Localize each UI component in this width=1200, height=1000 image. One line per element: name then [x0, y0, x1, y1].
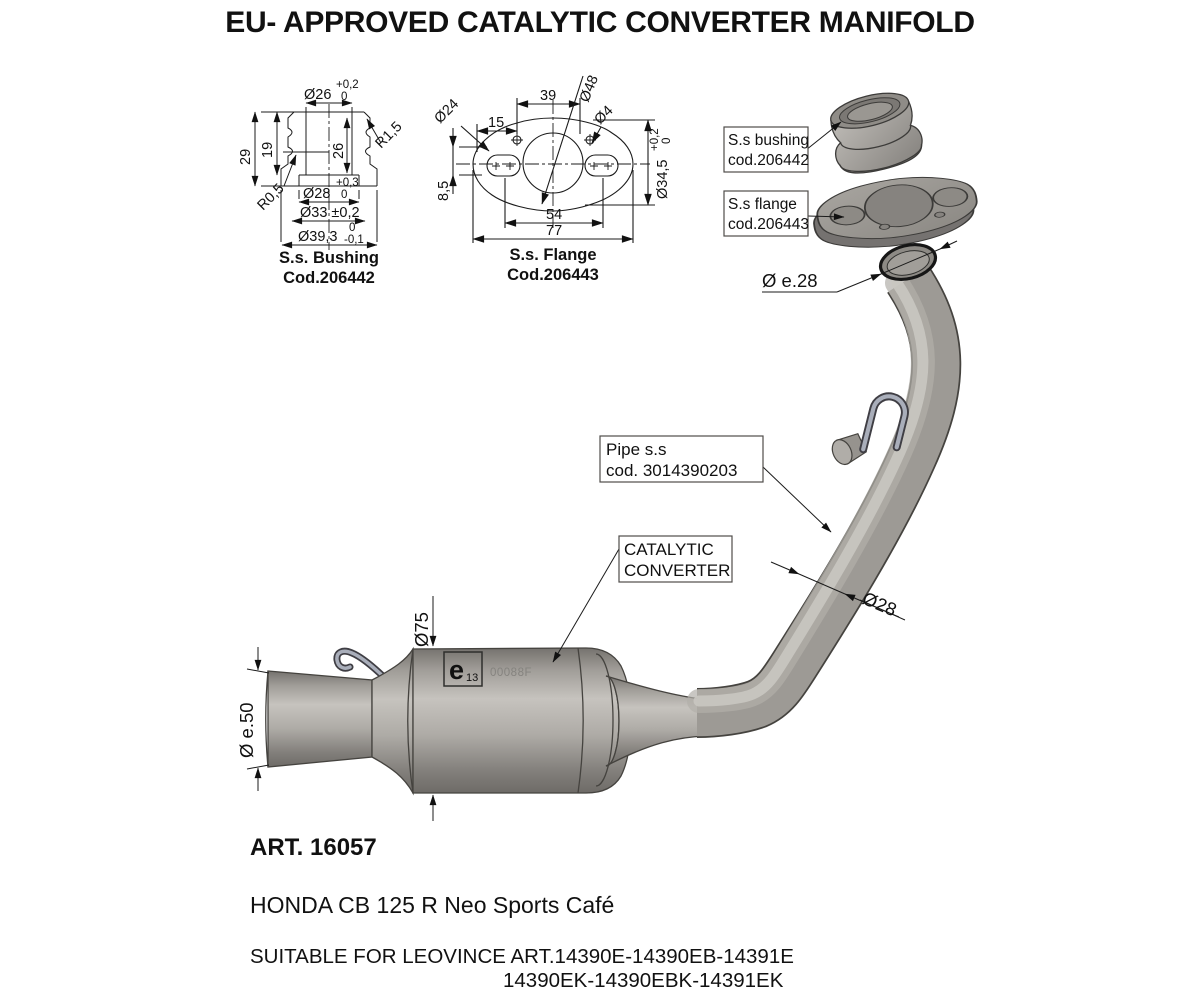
page-title: EU- APPROVED CATALYTIC CONVERTER MANIFOL… — [225, 6, 975, 39]
dim-converter-dia: Ø75 — [411, 596, 437, 821]
svg-text:0: 0 — [661, 138, 673, 144]
flange-caption: S.s. Flange — [509, 246, 596, 264]
bushing-dim-r15: R1,5 — [366, 118, 406, 152]
svg-text:29: 29 — [238, 149, 254, 165]
svg-text:cod. 3014390203: cod. 3014390203 — [606, 461, 737, 480]
svg-text:CATALYTIC: CATALYTIC — [624, 540, 714, 559]
bushing-dim-r05: R0,5 — [255, 154, 297, 214]
converter-inlet-pipe — [267, 670, 373, 768]
svg-text:Ø24: Ø24 — [432, 96, 463, 127]
bushing-dim-d26: Ø26 +0,2 0 — [304, 79, 359, 112]
bushing-dim-19: 19 — [260, 111, 281, 176]
suitable-for-line2: 14390EK-14390EBK-14391EK — [503, 969, 784, 992]
flange-3d-render — [813, 176, 978, 248]
svg-text:0: 0 — [349, 222, 355, 234]
svg-text:8,5: 8,5 — [436, 181, 452, 201]
svg-text:Ø39,3: Ø39,3 — [298, 229, 338, 245]
svg-text:+0,2: +0,2 — [336, 79, 359, 91]
flange-dim-85: 8,5 — [436, 128, 487, 201]
svg-text:39: 39 — [540, 88, 556, 104]
flange-dim-d4: Ø4 — [592, 103, 617, 144]
flange-center-marks — [492, 134, 612, 170]
svg-text:-0,1: -0,1 — [344, 234, 364, 246]
manifold-pipe-3d — [687, 243, 962, 738]
svg-text:00088F: 00088F — [490, 667, 532, 679]
converter-outlet-cone — [605, 675, 707, 767]
article-number: ART. 16057 — [250, 834, 377, 861]
converter-spring-hook-icon — [333, 647, 395, 688]
pipe-spring-hook-icon — [859, 392, 909, 454]
svg-text:Ø75: Ø75 — [411, 612, 432, 647]
flange-dim-15: 15 — [476, 115, 518, 152]
bushing-dim-d393: Ø39,3 0 -0,1 — [280, 190, 378, 249]
svg-text:0: 0 — [341, 91, 347, 103]
dim-inlet-dia: Ø e.50 — [236, 647, 270, 791]
svg-text:+0,3: +0,3 — [336, 177, 359, 189]
svg-text:54: 54 — [546, 207, 562, 223]
svg-text:Ø26: Ø26 — [304, 87, 331, 103]
flange-slot-left — [486, 154, 521, 177]
svg-text:R1,5: R1,5 — [373, 119, 406, 152]
flange-dim-77: 77 — [472, 170, 634, 243]
bushing-dim-d33: Ø33 ±0,2 — [291, 205, 366, 225]
flange-outline — [472, 117, 634, 212]
svg-text:Ø48: Ø48 — [577, 73, 602, 104]
svg-text:S.s flange: S.s flange — [728, 196, 797, 213]
svg-text:Ø28: Ø28 — [303, 186, 330, 202]
svg-text:Ø e.50: Ø e.50 — [236, 702, 257, 758]
bushing-dim-d28: Ø28 +0,3 0 — [298, 177, 360, 206]
svg-text:S.s bushing: S.s bushing — [728, 132, 809, 149]
suitable-for-line1: SUITABLE FOR LEOVINCE ART.14390E-14390EB… — [250, 945, 794, 968]
vehicle-model: HONDA CB 125 R Neo Sports Café — [250, 892, 615, 918]
svg-text:19: 19 — [260, 142, 276, 158]
svg-text:Pipe s.s: Pipe s.s — [606, 440, 666, 459]
svg-text:Ø e.28: Ø e.28 — [762, 270, 818, 291]
svg-text:77: 77 — [546, 223, 562, 239]
svg-text:+0,2: +0,2 — [649, 128, 661, 151]
bushing-3d-label: S.s bushing cod.206442 — [723, 121, 842, 173]
svg-text:Ø34,5: Ø34,5 — [655, 160, 671, 200]
flange-caption-code: Cod.206443 — [507, 266, 599, 284]
svg-text:0: 0 — [341, 189, 347, 201]
flange-dim-54: 54 — [504, 178, 604, 228]
flange-slot-right — [584, 154, 619, 177]
svg-text:cod.206442: cod.206442 — [728, 152, 809, 169]
svg-text:Ø33 ±0,2: Ø33 ±0,2 — [300, 205, 360, 221]
flange-dim-d24: Ø24 — [432, 96, 490, 152]
bushing-section-drawing: Ø26 +0,2 0 R1,5 29 19 2 — [238, 79, 405, 287]
pipe-sensor-boss — [831, 432, 868, 466]
svg-text:13: 13 — [466, 672, 478, 684]
svg-text:Ø4: Ø4 — [592, 103, 617, 128]
bushing-caption-code: Cod.206442 — [283, 269, 375, 287]
catalytic-converter-label: CATALYTIC CONVERTER — [552, 535, 733, 663]
flange-dim-39: 39 — [516, 88, 581, 134]
svg-text:26: 26 — [331, 143, 347, 159]
e13-homologation-mark: e 13 00088F — [443, 651, 532, 687]
catalytic-converter-3d: e 13 00088F — [265, 646, 707, 796]
flange-3d-label: S.s flange cod.206443 — [723, 190, 845, 237]
bushing-dim-26: 26 — [331, 117, 351, 174]
bushing-caption: S.s. Bushing — [279, 249, 379, 267]
flange-dim-d345: Ø34,5 +0,2 0 — [585, 119, 673, 206]
flange-section-drawing: 39 15 Ø24 Ø48 Ø4 — [432, 73, 673, 284]
svg-text:cod.206443: cod.206443 — [728, 216, 809, 233]
assembly-annotations: Ø e.28 Pipe s.s cod. 3014390203 CATALYTI… — [236, 240, 958, 821]
svg-text:e: e — [449, 655, 464, 685]
bushing-3d-render — [830, 92, 923, 174]
pipe-label: Pipe s.s cod. 3014390203 — [599, 435, 832, 533]
svg-text:CONVERTER: CONVERTER — [624, 561, 730, 580]
dim-pipe-end-dia: Ø e.28 — [762, 240, 958, 293]
svg-text:15: 15 — [488, 115, 504, 131]
